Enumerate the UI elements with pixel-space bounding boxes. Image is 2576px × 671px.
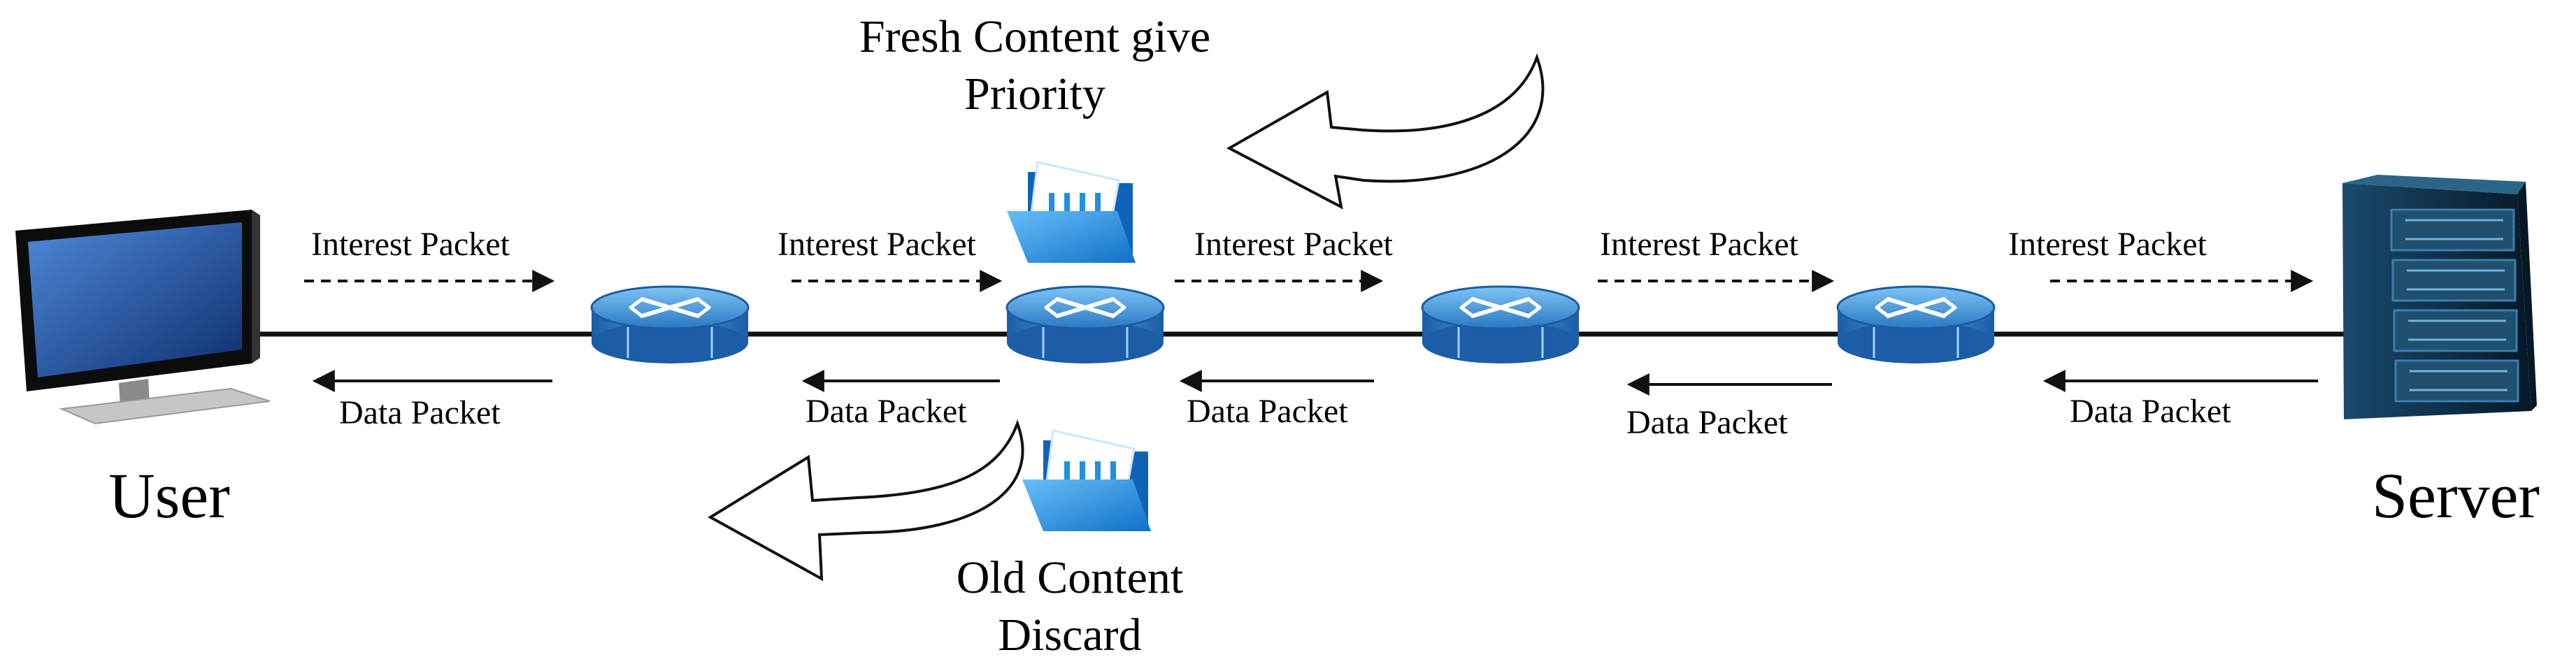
router-3-icon [1422, 287, 1579, 363]
old-content-folder-icon [1021, 429, 1152, 533]
server-rack-icon [2342, 175, 2537, 419]
server-label: Server [2372, 460, 2540, 531]
interest-packet-label-5: Interest Packet [2008, 226, 2208, 263]
interest-packet-label-1: Interest Packet [311, 226, 510, 263]
router-1-icon [592, 287, 748, 363]
data-packet-label-5: Data Packet [2070, 393, 2231, 430]
fresh-priority-arrow [1226, 53, 1545, 210]
interest-packet-label-2: Interest Packet [778, 226, 977, 263]
data-packet-label-1: Data Packet [339, 394, 501, 431]
router-2-icon [1007, 287, 1164, 363]
router-4-icon [1838, 287, 1994, 363]
old-content-label-line1: Old Content [957, 552, 1184, 603]
user-computer-icon [15, 210, 271, 425]
interest-packet-label-4: Interest Packet [1600, 226, 1799, 263]
fresh-content-label-line1: Fresh Content give [859, 11, 1210, 62]
data-packet-label-4: Data Packet [1626, 404, 1788, 441]
fresh-content-folder-icon [1006, 161, 1137, 264]
old-discard-arrow [708, 419, 1024, 582]
user-label: User [108, 460, 230, 531]
data-packet-label-3: Data Packet [1187, 393, 1348, 430]
fresh-content-label-line2: Priority [964, 68, 1105, 120]
old-content-label-line2: Discard [998, 609, 1141, 661]
data-packet-label-2: Data Packet [806, 393, 967, 430]
interest-packet-label-3: Interest Packet [1194, 226, 1394, 263]
